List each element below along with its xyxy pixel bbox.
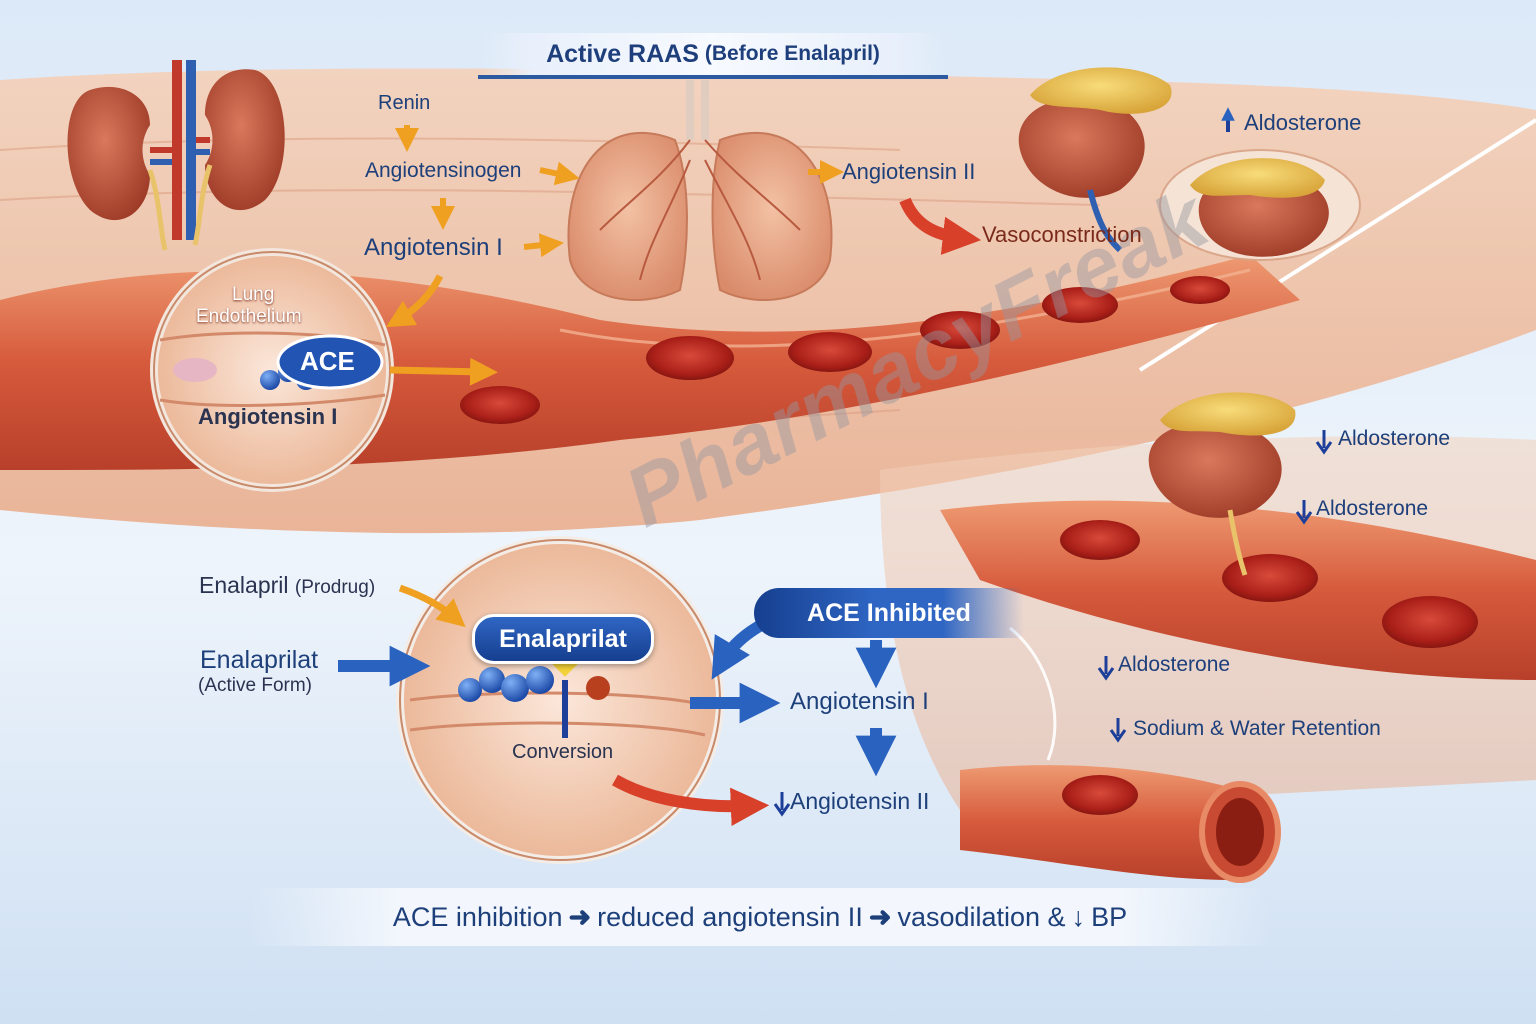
summary-part-1: ACE inhibition — [392, 901, 563, 932]
left-kidney — [67, 86, 150, 221]
ace-enzyme-badge — [276, 334, 384, 390]
arrow-to-reduced-angiotensin2 — [612, 774, 770, 826]
prodrug-note: (Prodrug) — [294, 577, 376, 598]
rbc — [1222, 554, 1318, 602]
label-vasoconstriction: Vasoconstriction — [982, 222, 1142, 247]
cell-blob — [173, 358, 217, 382]
rbc — [1382, 596, 1478, 648]
inhibited-loop-line — [1009, 626, 1057, 761]
enalaprilat-inset — [396, 536, 724, 864]
decrease-markers — [773, 430, 1333, 817]
down-arrow-icon — [1315, 430, 1333, 455]
lower-vessel-rbcs — [1060, 520, 1478, 648]
label-aldosterone-down-3: Aldosterone — [1118, 653, 1231, 676]
label-prodrug: Enalapril (Prodrug) — [199, 572, 375, 599]
summary-part-3: vasodilation & — [897, 901, 1066, 932]
upper-vessel-highlight — [559, 268, 1251, 348]
adrenal-gland-right — [1148, 392, 1296, 576]
label-sodium-water: Sodium & Water Retention — [1133, 717, 1381, 740]
label-angiotensin-1-inset: Angiotensin I — [198, 404, 338, 429]
lung-endothelium-inset — [150, 248, 394, 492]
rbc — [1170, 276, 1230, 304]
label-active-form: (Active Form) — [198, 675, 312, 696]
summary-part-2: reduced angiotensin II — [597, 901, 863, 932]
arrow-right-icon: ➜ — [868, 901, 892, 932]
ace-inhibited-banner: ACE Inhibited — [754, 588, 1024, 638]
label-aldosterone-up: Aldosterone — [1244, 110, 1362, 135]
rbc — [1042, 287, 1118, 323]
down-arrow-icon: ↓ — [1071, 901, 1086, 932]
title-banner: Active RAAS (Before Enalapril) — [478, 33, 948, 79]
label-lung: Lung — [232, 284, 275, 305]
prodrug-name: Enalapril — [199, 572, 289, 598]
arrow-to-endothelium — [385, 274, 444, 328]
label-enalaprilat-side: Enalaprilat — [200, 646, 319, 674]
vena-cava — [186, 60, 196, 240]
label-aldosterone-down-2: Aldosterone — [1316, 497, 1429, 520]
lungs-illustration — [567, 80, 833, 301]
arrow-ace-out — [389, 357, 498, 386]
enalaprilat-beads — [458, 666, 610, 702]
label-angiotensin-1-inhibited: Angiotensin I — [790, 688, 929, 715]
rbc — [646, 336, 734, 380]
rbc — [460, 386, 540, 424]
arrow-to-lungs-1 — [539, 161, 580, 186]
label-angiotensinogen: Angiotensinogen — [365, 159, 522, 182]
adrenal-gland-top — [1018, 67, 1172, 253]
right-lung — [711, 132, 833, 301]
enalaprilat-pill: Enalaprilat — [472, 614, 654, 664]
label-angiotensin-2-reduced: Angiotensin II — [790, 788, 930, 814]
down-arrow-icon — [773, 792, 791, 817]
label-aldosterone-down-1: Aldosterone — [1338, 427, 1451, 450]
active-raas-arrows — [385, 107, 1235, 386]
rbc — [920, 311, 1000, 349]
dilated-vessel — [960, 765, 1240, 880]
arrow-prodrug-to-active — [398, 584, 466, 628]
arrow-to-lungs-2 — [523, 233, 564, 258]
rbc — [788, 332, 872, 372]
upper-vessel-rbcs — [460, 276, 1230, 424]
rbc — [1060, 520, 1140, 560]
title-main: Active RAAS — [546, 39, 699, 68]
down-arrow-icon — [1295, 500, 1313, 525]
label-conversion: Conversion — [512, 741, 614, 763]
arrow-to-vasoconstriction — [899, 197, 982, 255]
inhibitor-stem — [562, 680, 568, 738]
label-angiotensin-2-top: Angiotensin II — [842, 159, 976, 184]
label-ace: ACE — [300, 346, 355, 376]
rbc — [1062, 775, 1138, 815]
label-endothelium: Endothelium — [196, 306, 302, 327]
summary-part-4: BP — [1091, 901, 1128, 932]
vessel-lumen — [1216, 798, 1264, 866]
label-angiotensin-1-top: Angiotensin I — [364, 234, 503, 261]
down-arrow-icon — [1097, 656, 1115, 681]
summary-bar: ACE inhibition ➜ reduced angiotensin II … — [250, 888, 1270, 946]
label-renin: Renin — [378, 92, 431, 114]
adrenal-gland-top-zoom — [1159, 149, 1361, 261]
kidneys-illustration — [67, 60, 285, 251]
panel-divider — [1138, 118, 1536, 372]
arrow-right-icon: ➜ — [568, 901, 592, 932]
right-kidney — [205, 69, 285, 211]
aorta — [172, 60, 182, 240]
down-arrow-icon — [1109, 718, 1127, 743]
left-lung — [567, 132, 688, 301]
title-sub: (Before Enalapril) — [704, 42, 880, 65]
